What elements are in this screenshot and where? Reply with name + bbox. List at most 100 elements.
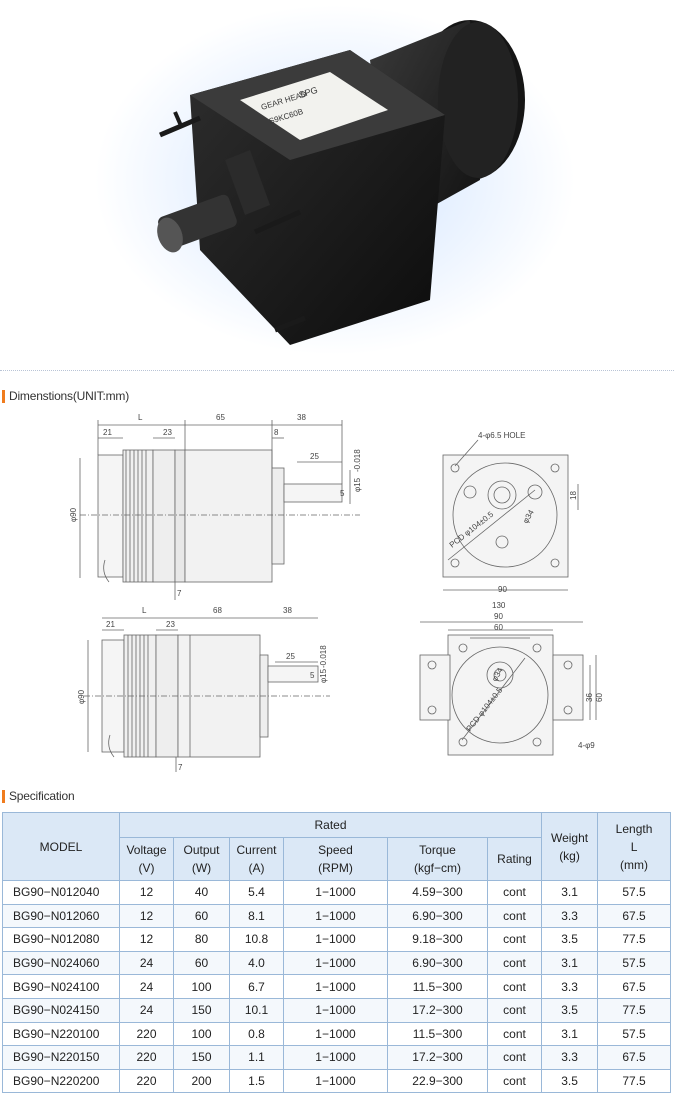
table-row: BG90−N024100 24 100 6.7 1−1000 11.5−300 … (2, 974, 672, 999)
cell-torque: 6.90−300 (387, 950, 488, 976)
cell-weight: 3.3 (541, 1045, 599, 1070)
cell-output: 80 (173, 927, 230, 952)
dim-top-phi90: φ90 (69, 507, 78, 522)
cell-output: 60 (173, 903, 230, 929)
dim-top-90: 90 (498, 585, 507, 594)
cell-speed: 1−1000 (283, 974, 388, 999)
cell-model: BG90−N024100 (2, 974, 120, 999)
header-output-unit: (W) (191, 861, 212, 875)
dim-bot-phi90: φ90 (77, 689, 86, 704)
table-row: BG90−N012080 12 80 10.8 1−1000 9.18−300 … (2, 927, 672, 952)
table-row: BG90−N012040 12 40 5.4 1−1000 4.59−300 c… (2, 880, 672, 905)
cell-speed: 1−1000 (283, 880, 388, 905)
cell-torque: 9.18−300 (387, 927, 488, 952)
dim-top-tol: -0.018 (353, 449, 362, 472)
cell-rating: cont (486, 974, 543, 999)
cell-length: 77.5 (597, 1068, 672, 1094)
cell-voltage: 220 (119, 1068, 174, 1094)
cell-weight: 3.5 (541, 927, 599, 952)
header-weight: Weight (kg) (541, 812, 599, 881)
cell-length: 67.5 (597, 1045, 672, 1070)
cell-rating: cont (486, 1068, 543, 1094)
cell-weight: 3.1 (541, 1021, 599, 1047)
dim-top-hole: 4-φ6.5 HOLE (478, 431, 525, 440)
specification-title: Specification (9, 789, 75, 803)
cell-current: 10.1 (229, 997, 284, 1023)
cell-weight: 3.5 (541, 1068, 599, 1094)
cell-current: 10.8 (229, 927, 284, 952)
cell-length: 77.5 (597, 927, 672, 952)
cell-length: 67.5 (597, 903, 672, 929)
cell-speed: 1−1000 (283, 1068, 388, 1094)
header-rating: Rating (486, 837, 543, 881)
dim-top-25: 25 (310, 452, 319, 461)
dim-bot-90: 90 (494, 612, 503, 621)
dim-bot-60b: 60 (595, 693, 604, 702)
heading-bar (2, 789, 5, 803)
cell-rating: cont (486, 1021, 543, 1047)
cell-torque: 22.9−300 (387, 1068, 488, 1094)
table-row: BG90−N220150 220 150 1.1 1−1000 17.2−300… (2, 1045, 672, 1070)
cell-torque: 6.90−300 (387, 903, 488, 929)
cell-output: 150 (173, 997, 230, 1023)
cell-output: 100 (173, 1021, 230, 1047)
header-length-symbol: L (630, 839, 638, 854)
cell-model: BG90−N012040 (2, 880, 120, 905)
header-speed: Speed (RPM) (283, 837, 388, 881)
dim-bot-7: 7 (178, 763, 183, 772)
cell-voltage: 220 (119, 1021, 174, 1047)
label-plate (240, 72, 388, 140)
cell-rating: cont (486, 927, 543, 952)
cell-torque: 17.2−300 (387, 997, 488, 1023)
dim-bot-tol: -0.018 (319, 645, 328, 668)
cell-voltage: 24 (119, 997, 174, 1023)
cell-current: 0.8 (229, 1021, 284, 1047)
table-row: BG90−N024060 24 60 4.0 1−1000 6.90−300 c… (2, 950, 672, 976)
dim-bot-68: 68 (213, 606, 222, 615)
dim-bot-5: 5 (310, 671, 315, 680)
cell-weight: 3.5 (541, 997, 599, 1023)
cell-speed: 1−1000 (283, 927, 388, 952)
cell-weight: 3.1 (541, 880, 599, 905)
cell-current: 6.7 (229, 974, 284, 999)
dimensions-heading: Dimenstions(UNIT:mm) (2, 388, 129, 404)
dim-bot-36: 36 (585, 693, 594, 702)
cell-torque: 11.5−300 (387, 974, 488, 999)
cell-weight: 3.3 (541, 974, 599, 999)
dim-top-phi15: φ15 (353, 477, 362, 492)
cell-model: BG90−N012060 (2, 903, 120, 929)
cell-speed: 1−1000 (283, 950, 388, 976)
table-row: BG90−N220200 220 200 1.5 1−1000 22.9−300… (2, 1068, 672, 1094)
dim-top-21: 21 (103, 428, 112, 437)
table-row: BG90−N024150 24 150 10.1 1−1000 17.2−300… (2, 997, 672, 1023)
cell-current: 5.4 (229, 880, 284, 905)
heading-bar (2, 389, 5, 403)
table-header: MODEL Rated Weight (kg) Length L (mm) Vo… (2, 812, 672, 881)
dim-top-8: 8 (274, 428, 279, 437)
header-length-unit: (mm) (620, 857, 649, 872)
cell-output: 150 (173, 1045, 230, 1070)
header-current-unit: (A) (248, 861, 265, 875)
dim-bot-130: 130 (492, 601, 506, 610)
cell-output: 100 (173, 974, 230, 999)
cell-rating: cont (486, 903, 543, 929)
header-speed-label: Speed (318, 843, 353, 857)
dim-top-18: 18 (569, 491, 578, 500)
dim-top-L: L (138, 413, 143, 422)
cell-weight: 3.3 (541, 903, 599, 929)
cell-rating: cont (486, 997, 543, 1023)
header-current: Current (A) (229, 837, 284, 881)
cell-current: 1.5 (229, 1068, 284, 1094)
drawings-svg: L 65 38 21 23 8 25 5 φ15 -0.018 φ90 7 4-… (69, 413, 604, 772)
cell-length: 57.5 (597, 1021, 672, 1047)
header-current-label: Current (236, 843, 277, 857)
product-photo: SPG GEAR HEAD S9KC60B (0, 0, 674, 360)
header-voltage-unit: (V) (138, 861, 155, 875)
dim-top-5: 5 (340, 489, 345, 498)
cell-speed: 1−1000 (283, 1045, 388, 1070)
cell-speed: 1−1000 (283, 1021, 388, 1047)
cell-speed: 1−1000 (283, 903, 388, 929)
side-view-bottom (84, 617, 330, 772)
header-voltage-label: Voltage (126, 843, 167, 857)
cell-rating: cont (486, 880, 543, 905)
